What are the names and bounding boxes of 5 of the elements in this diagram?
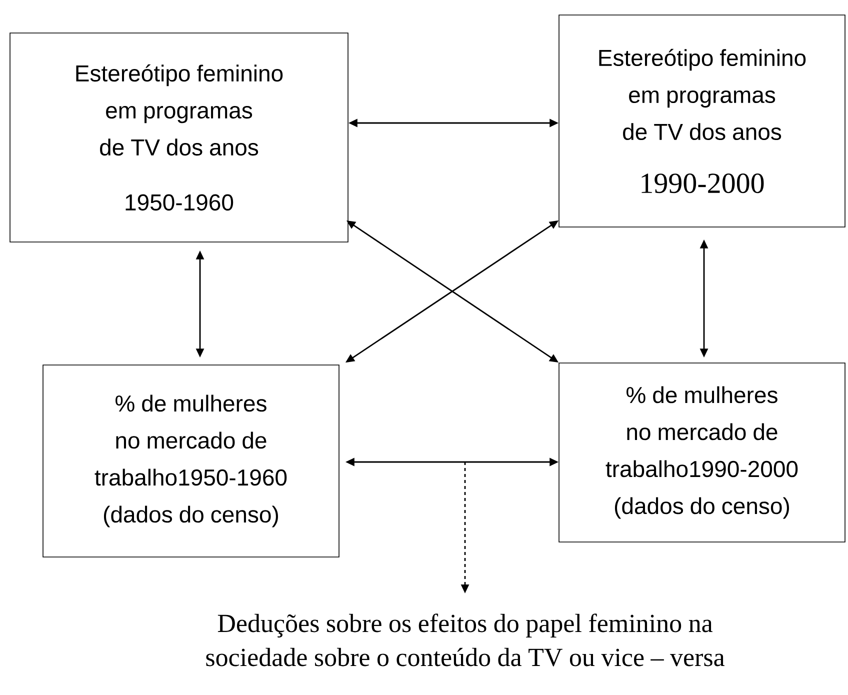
text-box: Estereótipo feminino em programas de TV dos anos 1950-1960 <box>10 32 348 242</box>
text-box: % de mulheres no mercado de trabalho1990-2000 (dados do censo) <box>558 362 846 542</box>
conclusion-text: Deduções sobre os efeitos do papel feminino na sociedade sobre o conteúdo da TV ou vice – versa <box>206 614 724 666</box>
text-box: % de mulheres no mercado de trabalho1950-1960 (dados do censo) <box>42 364 340 558</box>
text-box: Estereótipo feminino em programas de TV dos anos 1990-2000 <box>558 14 846 228</box>
